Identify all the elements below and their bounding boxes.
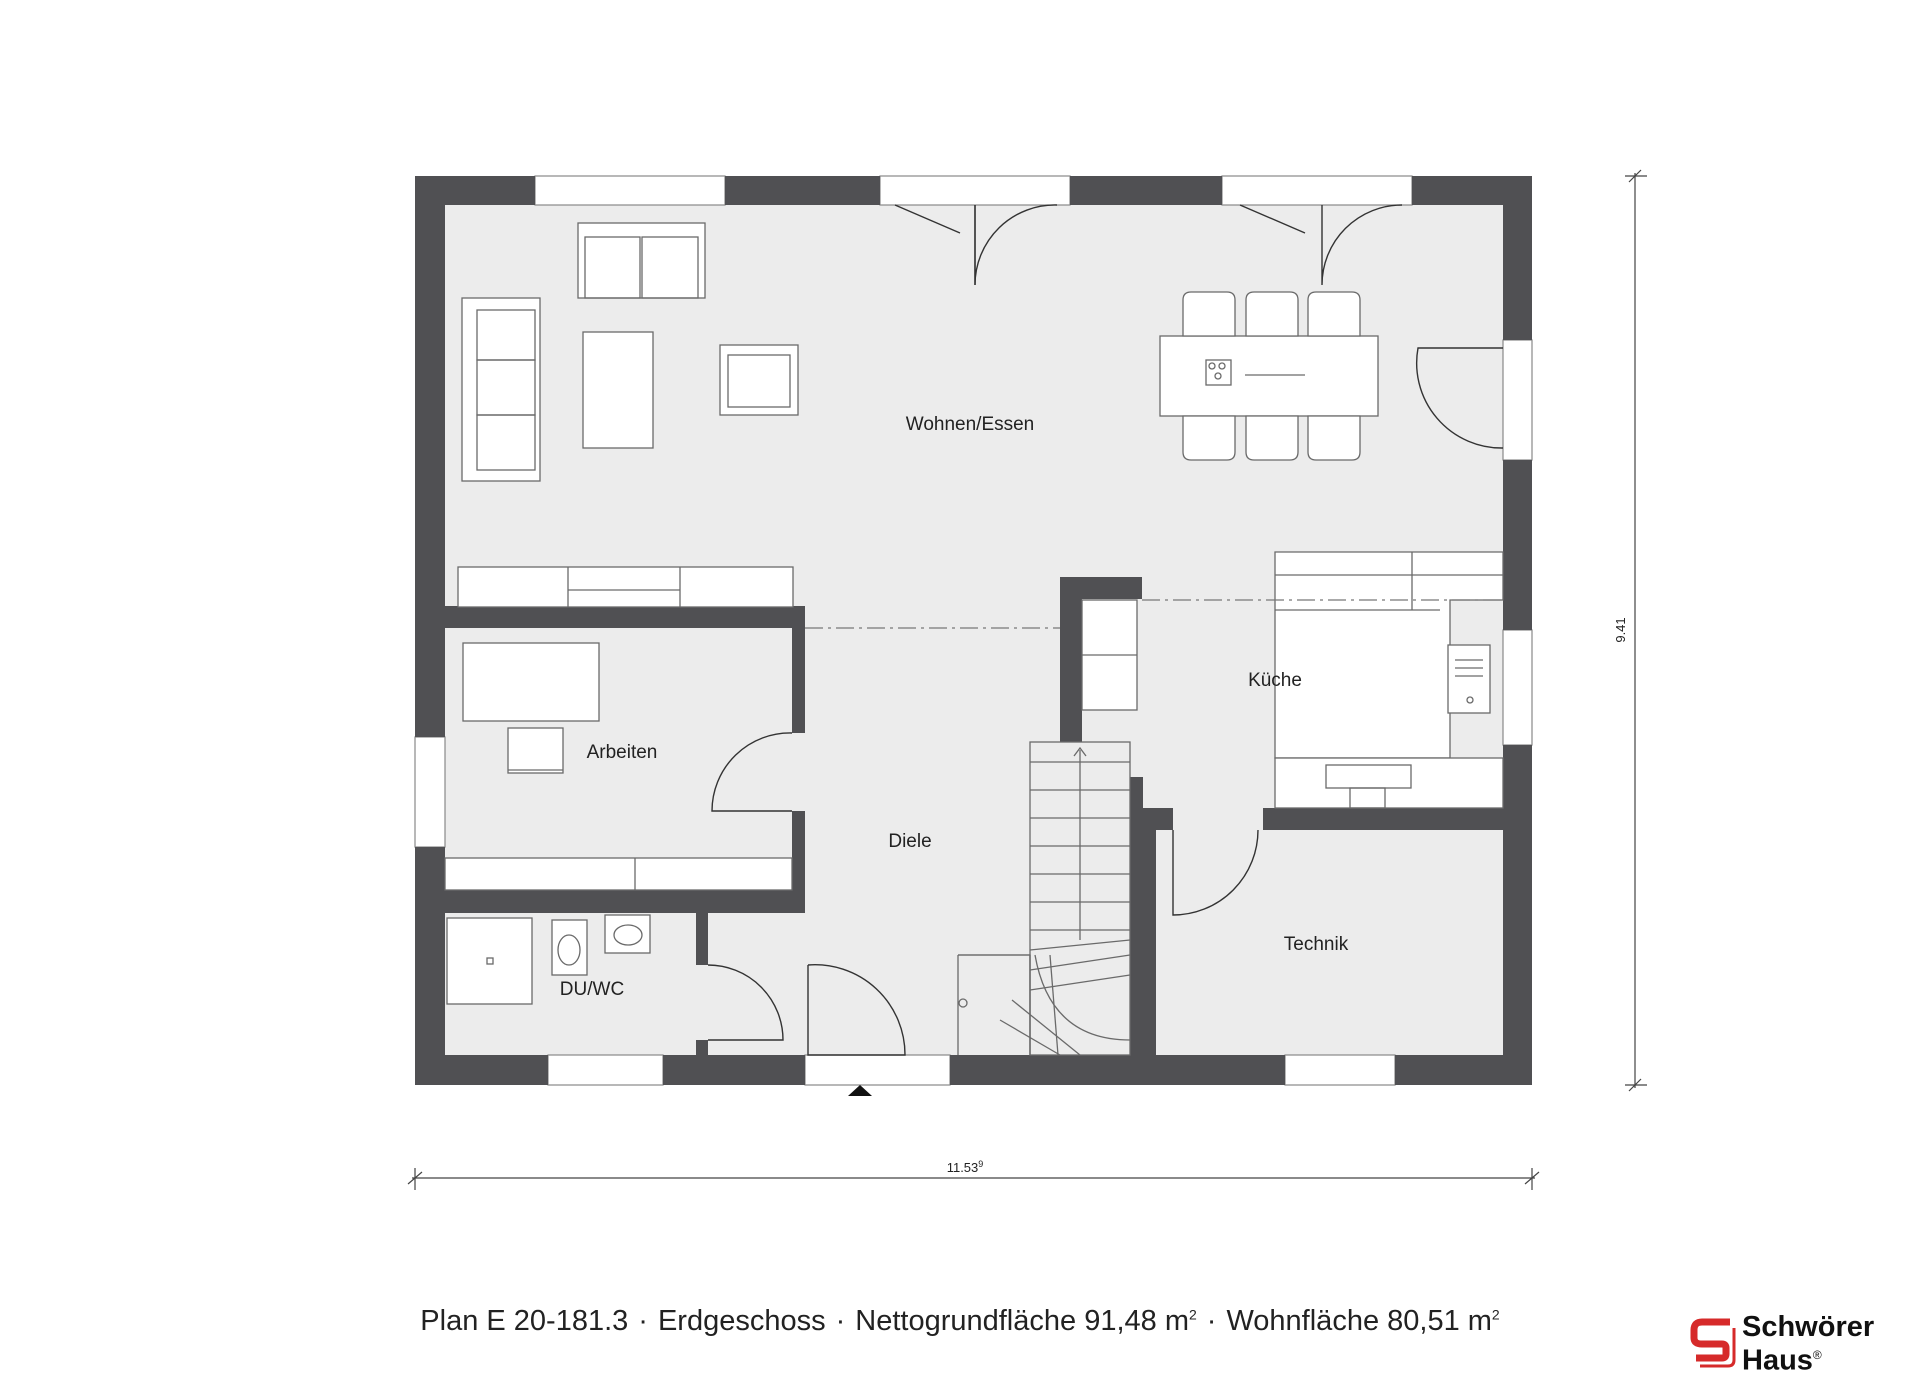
caption-net-sup: 2 — [1188, 1306, 1197, 1323]
caption-separator: · — [1206, 1305, 1217, 1337]
logo-word-1: Schwörer — [1742, 1311, 1875, 1343]
label-duwc: DU/WC — [560, 979, 624, 1000]
logo-word-2-text: Haus — [1742, 1344, 1813, 1377]
sideboard — [457, 566, 794, 608]
caption-living-sup: 2 — [1491, 1306, 1500, 1323]
plan-caption: Plan E 20-181.3 · Erdgeschoss · Nettogrundfl… — [0, 1305, 1920, 1338]
caption-plan: Plan E 20-181.3 — [420, 1305, 629, 1337]
dining-table — [1159, 335, 1379, 417]
height-dimension: 9.41 — [1613, 169, 1647, 1092]
label-wohnen: Wohnen/Essen — [906, 414, 1035, 435]
doors — [707, 204, 1504, 1096]
label-kueche: Küche — [1248, 670, 1302, 691]
coffee-table — [582, 331, 654, 449]
label-technik: Technik — [1284, 934, 1349, 955]
living-furniture — [457, 222, 1379, 608]
interior-walls — [445, 577, 1503, 1055]
logo-s-icon — [1690, 1318, 1736, 1368]
caption-separator: · — [835, 1305, 846, 1337]
width-sup: 9 — [978, 1159, 983, 1169]
washbasin — [604, 914, 651, 954]
caption-living-area: Wohnfläche 80,51 m — [1226, 1305, 1492, 1337]
room-labels: Wohnen/Essen Küche Arbeiten Diele Techni… — [560, 414, 1349, 1000]
office-furniture — [444, 642, 793, 891]
kitchen-furniture — [805, 551, 1504, 809]
sofa-left — [461, 297, 541, 482]
staircase — [957, 741, 1131, 1056]
height-value: 9.41 — [1613, 617, 1628, 642]
caption-net-area: Nettogrundfläche 91,48 m — [855, 1305, 1189, 1337]
exterior-walls — [415, 176, 1532, 1085]
schwoerer-haus-logo: Schwörer Haus® — [1690, 1311, 1910, 1376]
label-diele: Diele — [888, 831, 931, 852]
caption-floor: Erdgeschoss — [657, 1305, 826, 1337]
width-dimension: 11.539 — [407, 1159, 1540, 1190]
armchair — [719, 344, 799, 416]
svg-text:11.539: 11.539 — [947, 1159, 984, 1175]
bathroom-fixtures — [446, 914, 651, 1005]
logo-word-2: Haus® — [1742, 1340, 1822, 1376]
shower — [446, 917, 533, 1005]
caption-separator: · — [638, 1305, 648, 1337]
toilet — [551, 919, 588, 976]
office-chair — [507, 727, 564, 774]
logo-registered: ® — [1812, 1348, 1822, 1362]
width-value: 11.53 — [947, 1160, 979, 1175]
label-arbeiten: Arbeiten — [587, 742, 658, 763]
sink — [1447, 644, 1491, 714]
desk — [462, 642, 600, 722]
windows — [414, 175, 1533, 1086]
